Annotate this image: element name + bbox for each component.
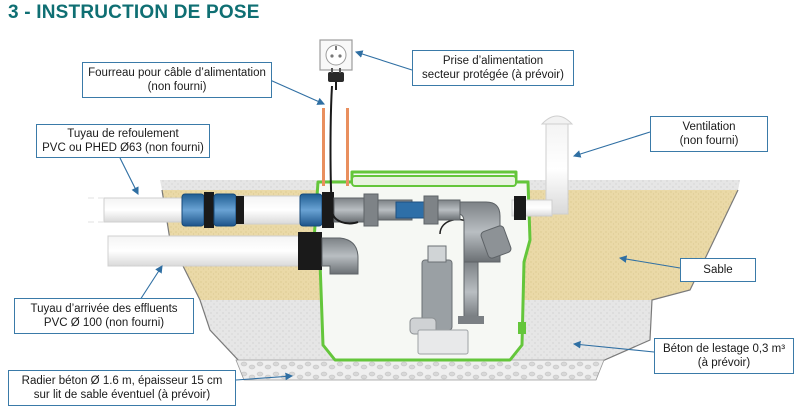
callout-refoulement-line1: Tuyau de refoulement bbox=[67, 128, 179, 140]
callout-sable: Sable bbox=[680, 258, 756, 282]
callout-arrivee-line2: PVC Ø 100 (non fourni) bbox=[43, 317, 165, 329]
callout-fourreau: Fourreau pour câble d’alimentation (non … bbox=[82, 62, 272, 98]
pump bbox=[409, 218, 484, 355]
callout-prise-line1: Prise d’alimentation bbox=[442, 55, 544, 67]
coupling-blue bbox=[181, 193, 205, 227]
callout-radier-line1: Radier béton Ø 1.6 m, épaisseur 15 cm bbox=[21, 375, 223, 387]
tank-cover bbox=[351, 175, 517, 187]
callout-radier-line2: sur lit de sable éventuel (à prévoir) bbox=[33, 389, 211, 401]
callout-radier: Radier béton Ø 1.6 m, épaisseur 15 cm su… bbox=[8, 370, 236, 406]
callout-beton: Béton de lestage 0,3 m³ (à prévoir) bbox=[654, 338, 794, 374]
tank-latch bbox=[518, 322, 526, 334]
callout-ventilation-line2: (non fourni) bbox=[679, 135, 739, 147]
callout-refoulement: Tuyau de refoulement PVC ou PHED Ø63 (no… bbox=[36, 124, 210, 158]
callout-beton-line1: Béton de lestage 0,3 m³ bbox=[662, 343, 786, 355]
callout-arrivee: Tuyau d’arrivée des effluents PVC Ø 100 … bbox=[14, 298, 194, 334]
power-plug-icon bbox=[328, 68, 344, 82]
callout-prise-line2: secteur protégée (à prévoir) bbox=[422, 69, 564, 81]
callout-arrivee-line1: Tuyau d’arrivée des effluents bbox=[30, 303, 178, 315]
callout-ventilation-line1: Ventilation bbox=[682, 121, 736, 133]
callout-beton-line2: (à prévoir) bbox=[697, 357, 751, 369]
check-valve bbox=[395, 201, 425, 219]
inlet-pipe bbox=[107, 232, 359, 275]
callout-prise: Prise d’alimentation secteur protégée (à… bbox=[412, 50, 574, 86]
ventilation-pipe bbox=[511, 115, 574, 220]
callout-ventilation: Ventilation (non fourni) bbox=[650, 116, 768, 152]
callout-fourreau-line2: (non fourni) bbox=[147, 81, 207, 93]
discharge-pipe bbox=[86, 192, 461, 228]
callout-fourreau-line1: Fourreau pour câble d’alimentation bbox=[88, 67, 266, 79]
callout-refoulement-line2: PVC ou PHED Ø63 (non fourni) bbox=[42, 142, 204, 154]
leader-lines bbox=[119, 50, 681, 381]
callout-sable-line1: Sable bbox=[703, 264, 733, 276]
concrete-base-slab bbox=[235, 359, 605, 381]
page-title: 3 - INSTRUCTION DE POSE bbox=[8, 2, 260, 23]
power-socket-icon bbox=[319, 39, 353, 71]
discharge-elbow bbox=[457, 201, 512, 263]
